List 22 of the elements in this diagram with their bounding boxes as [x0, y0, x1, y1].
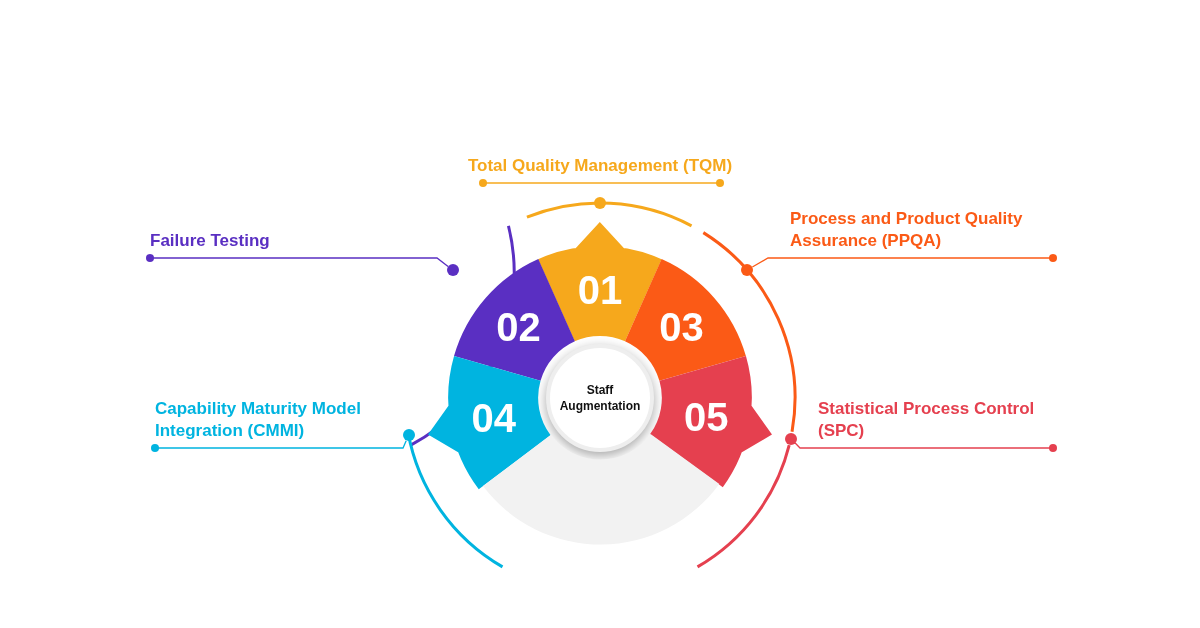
step-number: 01 — [577, 267, 623, 313]
item-label: Process and Product Quality Assurance (PPQA) — [790, 208, 1053, 260]
leader-line — [794, 442, 1057, 452]
marker-dot — [402, 429, 415, 442]
marker-dot — [446, 264, 459, 277]
leader-line — [479, 179, 724, 187]
leader-line — [751, 254, 1057, 268]
step-number: 04 — [471, 395, 517, 441]
marker-dot — [741, 264, 754, 277]
item-label: Failure Testing — [150, 230, 350, 260]
item-label: Statistical Process Control (SPC) — [818, 398, 1053, 450]
leader-line — [151, 440, 407, 452]
marker-dot — [594, 197, 606, 209]
item-label: Capability Maturity Model Integration (CMMI) — [155, 398, 405, 450]
marker-dot — [784, 432, 797, 445]
center-circle — [546, 344, 654, 452]
item-label: Total Quality Management (TQM) — [450, 155, 750, 185]
step-number: 02 — [496, 304, 541, 350]
step-number: 05 — [684, 394, 729, 440]
leader-line — [146, 254, 449, 268]
step-number: 03 — [659, 304, 704, 350]
center-label: Staff Augmentation — [558, 382, 642, 414]
